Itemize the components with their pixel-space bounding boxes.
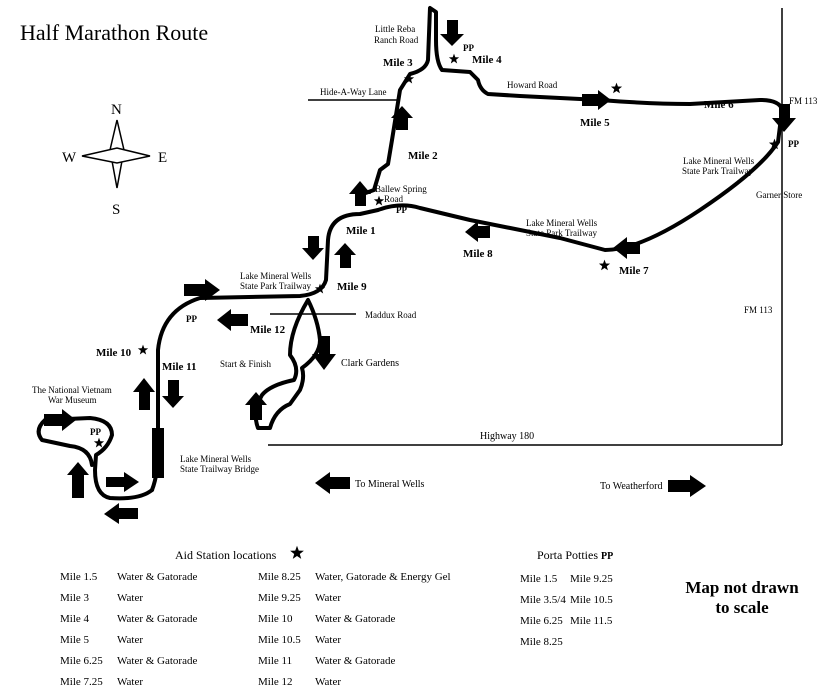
trail-mid-label-2: State Park Trailway — [526, 228, 597, 238]
arrow-up-icon — [391, 106, 413, 130]
pp-label: PP — [396, 205, 407, 215]
mile-2-label: Mile 2 — [408, 150, 438, 162]
compass-rose: N S E W — [62, 102, 167, 218]
arrow-up-icon — [334, 243, 356, 268]
list-item: Mile 10.5 — [570, 594, 613, 606]
mile-1-label: Mile 1 — [346, 225, 376, 237]
mile-7-label: Mile 7 — [619, 265, 649, 277]
list-item: Mile 9.25 — [570, 573, 613, 585]
museum-label-1: The National Vietnam — [32, 385, 112, 395]
porta-potties-header: Porta Potties PP — [537, 548, 614, 562]
museum-label-2: War Museum — [48, 395, 97, 405]
arrow-up-icon — [349, 181, 371, 206]
to-mineral-wells-label: To Mineral Wells — [355, 479, 425, 490]
mile-3-label: Mile 3 — [383, 57, 413, 69]
mile-10-label: Mile 10 — [96, 347, 132, 359]
compass-west: W — [62, 150, 77, 166]
trail-right-label-1: Lake Mineral Wells — [683, 156, 755, 166]
arrow-up-icon — [133, 378, 155, 410]
map-title: Half Marathon Route — [20, 20, 208, 45]
pp-label: PP — [788, 139, 799, 149]
maddux-road-label: Maddux Road — [365, 310, 417, 320]
mile-9-label: Mile 9 — [337, 281, 367, 293]
fm113-top-label: FM 113 — [789, 96, 818, 106]
list-item: Mile 1.5 — [520, 573, 558, 585]
hide-a-way-label: Hide-A-Way Lane — [320, 87, 387, 97]
arrow-right-icon — [184, 279, 220, 301]
arrow-up-icon — [67, 462, 89, 498]
bridge-label-2: State Trailway Bridge — [180, 464, 259, 474]
arrow-down-icon — [302, 236, 324, 260]
bridge-bar — [152, 428, 164, 478]
start-finish-label: Start & Finish — [220, 359, 272, 369]
pp-label: PP — [463, 43, 474, 53]
compass-east: E — [158, 150, 167, 166]
trail-right-label-2: State Park Trailway — [682, 166, 753, 176]
to-weatherford-label: To Weatherford — [600, 481, 662, 492]
list-item: Mile 11.5 — [570, 615, 613, 627]
mile-12-label: Mile 12 — [250, 324, 286, 336]
roads — [268, 8, 783, 446]
arrow-right-icon — [582, 90, 611, 110]
arrow-right-icon — [106, 472, 139, 492]
trail-left-label-2: State Park Trailway — [240, 281, 311, 291]
little-reba-label-2: Ranch Road — [374, 35, 419, 45]
arrow-left-icon — [315, 472, 350, 494]
scale-note: Map not drawn to scale — [652, 578, 830, 618]
arrow-right-icon — [44, 409, 76, 431]
arrow-down-icon — [440, 20, 464, 46]
arrow-down-icon — [162, 380, 184, 408]
clark-gardens-label: Clark Gardens — [341, 358, 399, 369]
arrow-up-icon — [245, 392, 267, 420]
arrow-left-icon — [217, 309, 248, 331]
list-item: Mile 8.25 — [520, 636, 563, 648]
highway180-label: Highway 180 — [480, 431, 534, 442]
ballew-label-1: Ballew Spring — [375, 184, 427, 194]
compass-south: S — [112, 202, 120, 218]
list-item: Mile 6.25 — [520, 615, 563, 627]
mile-4-label: Mile 4 — [472, 54, 502, 66]
list-item: Mile 3.5/4 — [520, 594, 566, 606]
arrow-left-icon — [465, 221, 490, 242]
route-path — [36, 6, 784, 501]
bridge-label-1: Lake Mineral Wells — [180, 454, 252, 464]
direction-arrows — [44, 20, 796, 524]
ballew-label-2: Road — [384, 194, 403, 204]
mile-6-label: Mile 6 — [704, 99, 734, 111]
aid-station-header: Aid Station locations — [175, 548, 277, 562]
little-reba-label-1: Little Reba — [375, 24, 415, 34]
trail-left-label-1: Lake Mineral Wells — [240, 271, 312, 281]
mile-5-label: Mile 5 — [580, 117, 610, 129]
arrow-left-icon — [613, 237, 640, 259]
scale-note-line-2: to scale — [715, 598, 769, 617]
arrow-down-icon — [772, 104, 796, 132]
howard-road-label: Howard Road — [507, 80, 558, 90]
arrow-down-icon — [312, 336, 336, 370]
pp-label: PP — [90, 427, 101, 437]
arrow-left-icon — [104, 503, 138, 524]
trail-mid-label-1: Lake Mineral Wells — [526, 218, 598, 228]
scale-note-line-1: Map not drawn — [685, 578, 799, 597]
fm113-side-label: FM 113 — [744, 305, 773, 315]
arrow-right-icon — [668, 475, 706, 497]
mile-8-label: Mile 8 — [463, 248, 493, 260]
garner-store-label: Garner Store — [756, 190, 802, 200]
pp-label: PP — [186, 314, 197, 324]
compass-north: N — [111, 102, 122, 118]
mile-11-label: Mile 11 — [162, 361, 197, 373]
